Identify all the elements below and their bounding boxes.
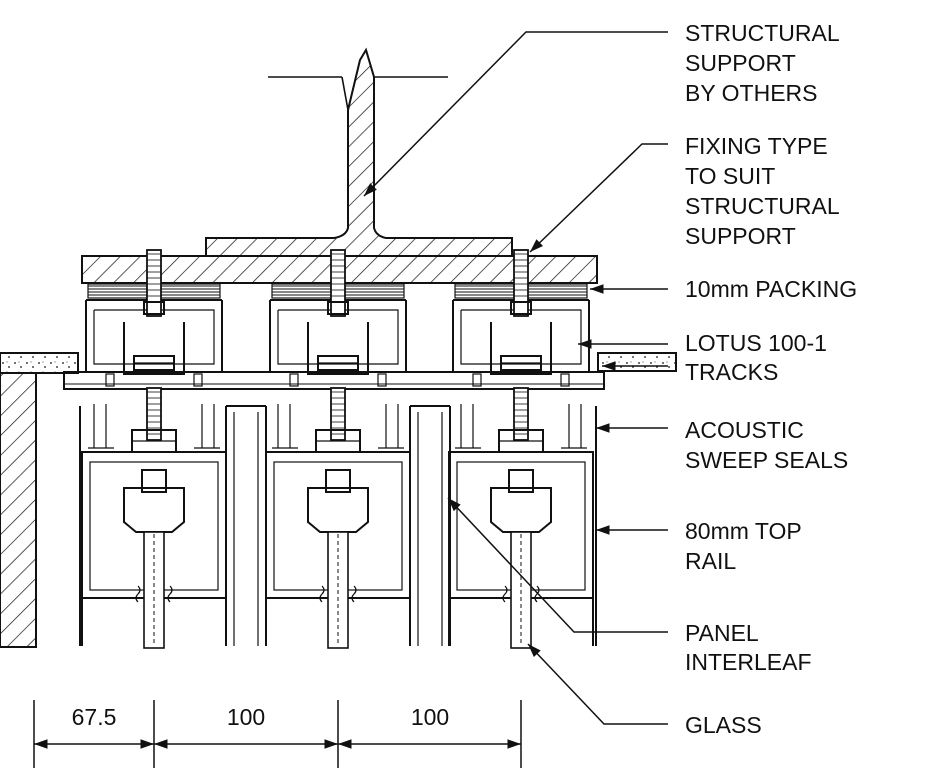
label-acoustic-seals: ACOUSTIC SWEEP SEALS [685, 417, 848, 473]
rail-bracket [123, 487, 185, 533]
panel-1 [81, 387, 227, 649]
fixing-bolt [146, 249, 162, 317]
panel-3 [448, 387, 594, 649]
fixing-bolt [513, 249, 529, 317]
bracket-block [508, 469, 534, 493]
flange-tab [105, 373, 115, 387]
left-ceiling-slab [0, 352, 79, 374]
dimension-67-5: 67.5 [72, 704, 117, 730]
panel-interleaf-1 [225, 405, 267, 646]
leader-lines [363, 31, 668, 725]
gasket [502, 585, 508, 603]
gasket [135, 585, 141, 603]
track-module-3 [452, 249, 590, 387]
trolley [123, 322, 185, 375]
label-glass: GLASS [685, 712, 762, 738]
label-tracks: LOTUS 100-1 TRACKS [685, 330, 833, 385]
track-module-2 [269, 249, 407, 387]
flange-tab [377, 373, 387, 387]
label-top-rail: 80mm TOP RAIL [685, 518, 808, 574]
trolley [307, 322, 369, 375]
dimension-100-b: 100 [411, 704, 449, 730]
rail-bracket [307, 487, 369, 533]
bolt-nut [510, 301, 532, 315]
label-structural-support: STRUCTURAL SUPPORT BY OTHERS [685, 20, 845, 106]
bracket-block [325, 469, 351, 493]
track-inner [277, 309, 399, 365]
hanger-rod [513, 387, 529, 441]
interleaf-outline [409, 405, 451, 646]
tracks-group [85, 249, 590, 387]
label-packing: 10mm PACKING [685, 276, 857, 302]
label-fixing-type: FIXING TYPE TO SUIT STRUCTURAL SUPPORT [685, 133, 845, 249]
bolt-nut [327, 301, 349, 315]
track-module-1 [85, 249, 223, 387]
right-ceiling-slab [597, 352, 677, 372]
left-wall [0, 371, 37, 648]
track-inner [460, 309, 582, 365]
bracket-block [141, 469, 167, 493]
label-panel-interleaf: PANEL INTERLEAF [685, 620, 812, 675]
track-inner [93, 309, 215, 365]
interleaf-outline [225, 405, 267, 646]
panels-group [79, 387, 597, 649]
panel-interleaf-2 [409, 405, 451, 646]
fixing-bolt [330, 249, 346, 317]
flange-tab [289, 373, 299, 387]
hanger-rod [330, 387, 346, 441]
bolt-nut [143, 301, 165, 315]
flange-tab [560, 373, 570, 387]
gasket [534, 585, 540, 603]
gasket [167, 585, 173, 603]
hanger-rod [146, 387, 162, 441]
dimension-line: 67.5 100 100 [33, 700, 522, 768]
panel-2 [265, 387, 411, 649]
annotation-labels: STRUCTURAL SUPPORT BY OTHERS FIXING TYPE… [685, 20, 857, 738]
trolley [490, 322, 552, 375]
structural-t-section [205, 47, 513, 257]
flange-tab [193, 373, 203, 387]
flange-tab [472, 373, 482, 387]
rail-bracket [490, 487, 552, 533]
dimension-100-a: 100 [227, 704, 265, 730]
gasket [351, 585, 357, 603]
gasket [319, 585, 325, 603]
